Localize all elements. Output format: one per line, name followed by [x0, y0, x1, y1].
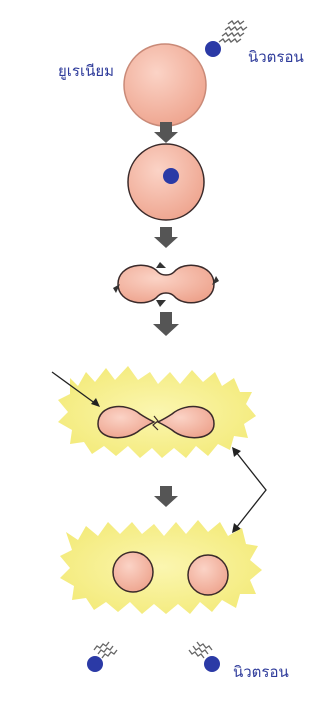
- fission-fragment: [188, 555, 228, 595]
- stage-4-splitting: [52, 366, 256, 458]
- down-arrow-3: [153, 312, 179, 336]
- fission-fragment: [113, 552, 153, 592]
- neutron-particle: [87, 656, 103, 672]
- uranium-label: ยูเรเนียม: [58, 64, 114, 79]
- down-arrow-2: [154, 227, 178, 248]
- energy-glow: [58, 366, 256, 458]
- uranium-nucleus: [124, 44, 206, 126]
- neutron-particle: [205, 41, 221, 57]
- stage-5-fragments: [60, 520, 262, 614]
- released-neutron-left: [87, 642, 117, 672]
- motion-line: [219, 39, 241, 42]
- neutron-label-top: นิวตรอน: [248, 50, 304, 65]
- released-neutron-right: [189, 642, 220, 672]
- energy-pointer-arrows: [232, 447, 266, 533]
- down-arrow-4: [154, 486, 178, 507]
- absorbed-neutron: [163, 168, 179, 184]
- neutron-label-bottom: นิวตรอน: [233, 665, 289, 680]
- vibration-mark: [156, 300, 166, 307]
- motion-line: [225, 27, 247, 30]
- energy-glow: [60, 520, 262, 614]
- vibration-mark: [156, 262, 166, 268]
- deformed-nucleus: [118, 265, 214, 303]
- stage-3-deforming: [113, 262, 219, 307]
- motion-line: [222, 33, 244, 36]
- incoming-neutron: [205, 21, 247, 57]
- stage-1-uranium: [124, 21, 247, 126]
- motion-line: [228, 21, 244, 24]
- neutron-particle: [204, 656, 220, 672]
- stage-2-absorbed: [128, 144, 204, 220]
